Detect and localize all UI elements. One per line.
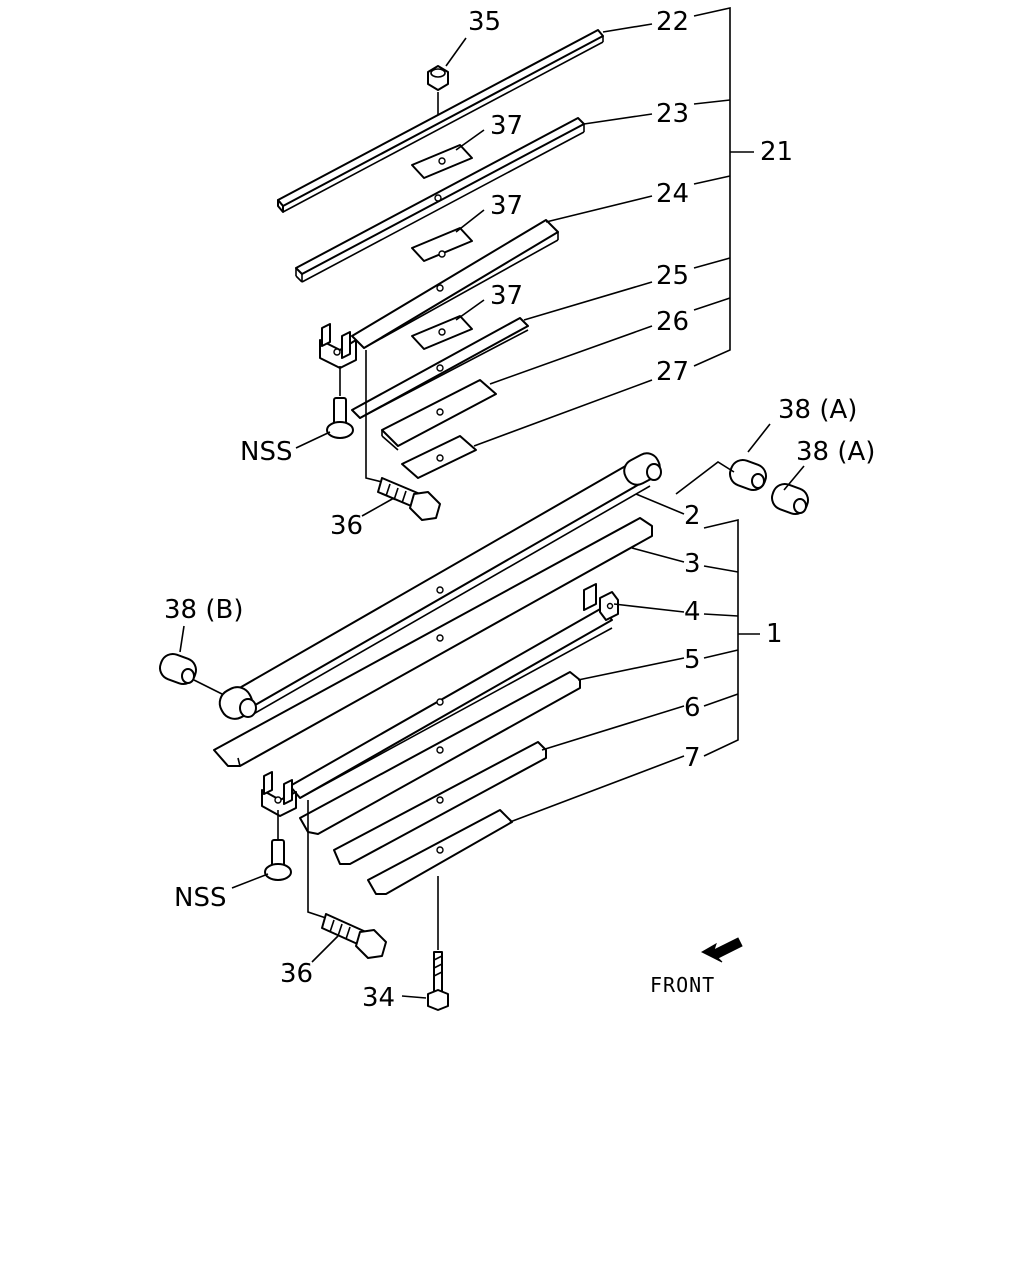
- eye-front: [218, 686, 257, 720]
- leaf-26: [381, 379, 497, 451]
- callout-5: 5: [684, 645, 701, 675]
- callout-1: 1: [766, 619, 783, 649]
- callout-26: 26: [656, 307, 689, 337]
- clip-top: [319, 323, 357, 369]
- front-arrow-icon: [700, 937, 743, 963]
- callout-24: 24: [656, 179, 689, 209]
- callout-nss-bottom: NSS: [174, 883, 226, 913]
- leaf-23: [295, 117, 585, 283]
- leaf-27: [401, 435, 477, 479]
- clip-bottom: [261, 771, 297, 817]
- callout-36-top: 36: [330, 511, 363, 541]
- callout-37-b: 37: [490, 191, 523, 221]
- callout-37-a: 37: [490, 111, 523, 141]
- callout-23: 23: [656, 99, 689, 129]
- bushing-38a-2: [771, 483, 809, 515]
- callout-nss-top: NSS: [240, 437, 292, 467]
- callout-6: 6: [684, 693, 701, 723]
- callout-22: 22: [656, 7, 689, 37]
- callout-3: 3: [684, 549, 701, 579]
- pad-37-a: [411, 144, 473, 179]
- leaf-3: [213, 517, 653, 767]
- leaf-22: [277, 29, 604, 213]
- nss-bolt-top: [326, 366, 354, 439]
- callout-2: 2: [684, 501, 701, 531]
- callout-38a-1: 38 (A): [778, 395, 857, 425]
- callout-37-c: 37: [490, 281, 523, 311]
- leaf-7: [367, 809, 513, 895]
- callout-7: 7: [684, 743, 701, 773]
- leaf-24: [351, 219, 559, 349]
- pad-37-b: [411, 227, 473, 262]
- front-label: FRONT: [650, 973, 715, 997]
- clip-4: [583, 583, 619, 621]
- callout-36-bottom: 36: [280, 959, 313, 989]
- callout-25: 25: [656, 261, 689, 291]
- callout-38a-2: 38 (A): [796, 437, 875, 467]
- bushing-38b: [159, 653, 197, 685]
- pad-37-c: [411, 315, 473, 350]
- bolt-36-top: [365, 350, 441, 521]
- leaders-upper: [295, 7, 754, 517]
- leaf-25: [351, 317, 529, 419]
- eye-rear: [623, 452, 662, 486]
- bolt-36-bottom: [307, 800, 387, 959]
- bushing-38a-1: [729, 459, 767, 491]
- callout-35: 35: [468, 7, 501, 37]
- bolt-34: [427, 876, 449, 1011]
- callout-4: 4: [684, 597, 701, 627]
- callout-34: 34: [362, 983, 395, 1013]
- callout-21: 21: [760, 137, 793, 167]
- nss-bolt-bottom: [264, 810, 292, 881]
- callout-27: 27: [656, 357, 689, 387]
- callout-38b: 38 (B): [164, 595, 243, 625]
- leaders-lower: [179, 423, 805, 999]
- leaf-6: [333, 741, 547, 865]
